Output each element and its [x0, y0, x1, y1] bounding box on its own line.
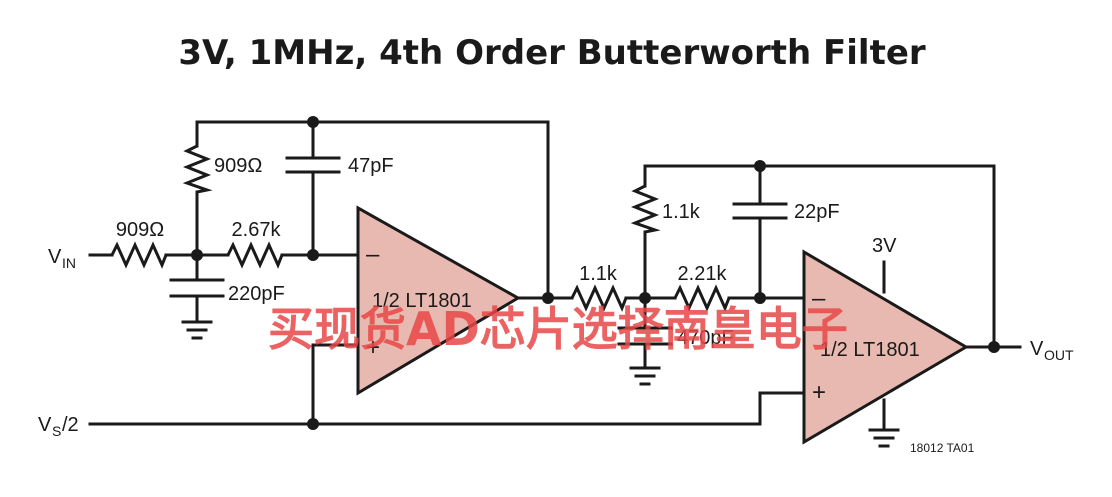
junction-dots: [191, 116, 1000, 430]
opamp-u2-label: 1/2 LT1801: [820, 339, 920, 361]
capacitor-c-fb2: [732, 202, 788, 220]
stage-2-wiring: [88, 164, 1022, 432]
vout-label: V OUT: [1030, 338, 1074, 363]
resistor-r-series2: [673, 284, 731, 312]
opamp-u1-plus: +: [366, 334, 380, 361]
opamp-u2: [802, 249, 969, 445]
label-r-series2: 2.21k: [678, 263, 728, 285]
stage-1-wiring: [88, 120, 574, 426]
label-r-series1: 2.67k: [232, 219, 282, 241]
svg-text:V: V: [48, 246, 62, 268]
label-r-in: 909Ω: [116, 219, 164, 241]
vin-label: V IN: [48, 246, 76, 271]
label-r-stage2-in: 1.1k: [579, 263, 618, 285]
label-c-gnd2: 470pF: [677, 327, 734, 349]
capacitor-c-gnd2: [617, 326, 673, 346]
ground-icon: [868, 428, 900, 448]
opamp-u1: [356, 205, 521, 396]
resistor-r-stage2-in: [570, 284, 628, 312]
resistor-r-fb2: [630, 184, 661, 234]
svg-text:V: V: [1030, 338, 1044, 360]
supply-label: 3V: [872, 235, 897, 257]
svg-text:V: V: [38, 414, 52, 436]
label-r-fb1: 909Ω: [214, 155, 262, 177]
label-c-gnd1: 220pF: [228, 283, 285, 305]
label-r-fb2: 1.1k: [662, 201, 701, 223]
opamp-u1-minus: –: [366, 241, 380, 268]
part-number: 18012 TA01: [910, 441, 975, 455]
ground-icon: [629, 366, 661, 386]
watermark-text: 买现货AD芯片选择南皇电子: [268, 302, 848, 356]
page-title: 3V, 1MHz, 4th Order Butterworth Filter: [178, 33, 926, 73]
opamp-u1-label: 1/2 LT1801: [372, 290, 472, 312]
svg-text:S: S: [52, 423, 61, 439]
resistor-r-in: [110, 241, 168, 269]
resistor-r-series1: [226, 241, 284, 269]
resistor-r-fb1: [182, 144, 213, 194]
vs-half-label: V S /2: [38, 414, 79, 439]
opamp-u2-plus: +: [812, 379, 826, 406]
ground-icon: [181, 320, 213, 340]
svg-text:/2: /2: [62, 414, 79, 436]
capacitor-c-gnd1: [169, 278, 225, 298]
svg-text:OUT: OUT: [1044, 347, 1074, 363]
svg-text:IN: IN: [62, 255, 76, 271]
opamp-u2-minus: –: [812, 285, 826, 312]
label-c-fb1: 47pF: [348, 155, 394, 177]
capacitor-c-fb1: [285, 156, 341, 174]
label-c-fb2: 22pF: [794, 201, 840, 223]
